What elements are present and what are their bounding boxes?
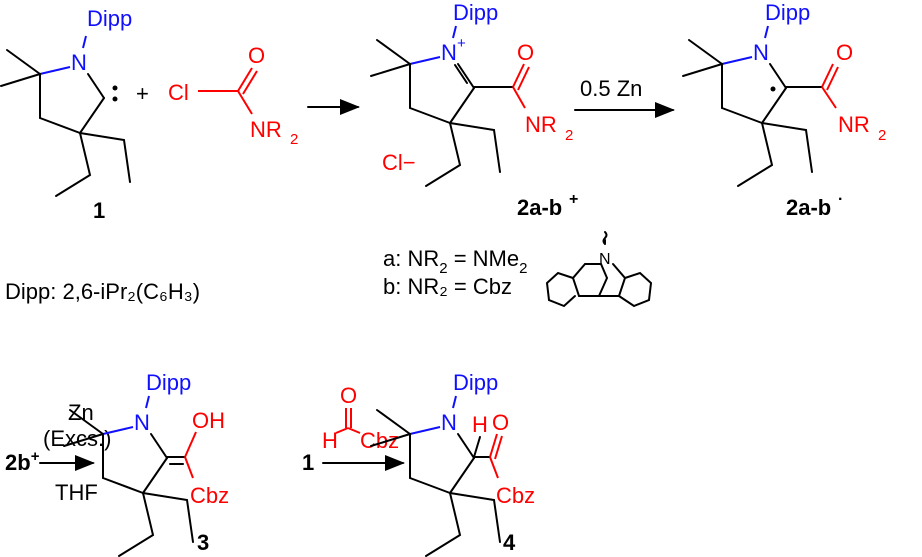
svg-text:NR: NR — [525, 112, 557, 137]
svg-text:2: 2 — [290, 131, 298, 148]
svg-text:O: O — [248, 43, 265, 68]
svg-text:b: NR₂ = Cbz: b: NR₂ = Cbz — [383, 274, 512, 299]
svg-text:N: N — [599, 251, 611, 268]
carbamoyl-chloride: Cl O NR 2 — [168, 43, 298, 148]
svg-text:a: NR2 = NMe2: a: NR2 = NMe2 — [383, 246, 527, 277]
aldehyde-reagent: O H Cbz — [322, 383, 399, 453]
condition-zn-half: 0.5 Zn — [580, 76, 642, 101]
svg-text:(Excs.): (Excs.) — [43, 426, 111, 451]
carbazole-structure: N — [545, 231, 653, 308]
svg-text:Dipp: Dipp — [453, 370, 498, 395]
svg-text:+: + — [569, 191, 578, 208]
svg-text:THF: THF — [55, 480, 98, 505]
svg-text:OH: OH — [192, 408, 225, 433]
svg-text:2: 2 — [565, 127, 573, 144]
svg-text:2b+: 2b+ — [5, 448, 40, 475]
svg-text:O: O — [492, 410, 509, 435]
compound-1: N Dipp 1 — [0, 6, 132, 223]
svg-text:O: O — [517, 40, 534, 65]
carbene-lone-pair-icon — [112, 85, 118, 91]
svg-text:NR: NR — [250, 117, 282, 142]
svg-text:O: O — [836, 40, 853, 65]
svg-text:N: N — [753, 40, 769, 65]
svg-text:NR: NR — [838, 112, 870, 137]
svg-text:N: N — [134, 410, 150, 435]
svg-text:Cbz: Cbz — [190, 483, 229, 508]
svg-text:N: N — [441, 410, 457, 435]
compound-4: N Dipp H O Cbz 4 — [370, 370, 535, 557]
dipp-label: Dipp — [87, 6, 132, 31]
svg-text:·: · — [838, 191, 843, 208]
compound-label-1: 1 — [93, 198, 105, 223]
svg-text:2a-b: 2a-b — [517, 195, 562, 220]
svg-text:2: 2 — [878, 127, 886, 144]
svg-text:+: + — [457, 35, 466, 52]
svg-text:Cbz: Cbz — [496, 483, 535, 508]
substituent-legend: a: NR2 = NMe2 b: NR₂ = Cbz Dipp: 2,6-iPr… — [5, 246, 527, 304]
nitrogen-label: N — [71, 50, 87, 75]
svg-text:N: N — [441, 40, 457, 65]
svg-text:Dipp: Dipp — [146, 370, 191, 395]
plus-sign: + — [136, 81, 149, 106]
svg-text:O: O — [340, 383, 357, 408]
compound-3: N Dipp OH Cbz 3 — [63, 370, 229, 557]
svg-text:Cbz: Cbz — [360, 428, 399, 453]
svg-text:2a-b: 2a-b — [786, 195, 831, 220]
svg-text:H: H — [472, 412, 488, 437]
compound-2-radical: N Dipp O NR 2 2a-b · — [682, 0, 886, 220]
svg-text:3: 3 — [197, 530, 209, 555]
svg-text:Cl: Cl — [168, 80, 189, 105]
svg-text:4: 4 — [503, 530, 516, 555]
svg-text:Dipp: Dipp — [453, 0, 498, 25]
svg-text:H: H — [322, 428, 338, 453]
radical-dot-icon — [770, 86, 776, 92]
svg-text:1: 1 — [302, 450, 314, 475]
svg-text:Dipp: 2,6-iPr₂(C₆H₃): Dipp: 2,6-iPr₂(C₆H₃) — [5, 279, 200, 304]
svg-text:Dipp: Dipp — [765, 0, 810, 25]
svg-text:Cl−: Cl− — [382, 150, 416, 175]
